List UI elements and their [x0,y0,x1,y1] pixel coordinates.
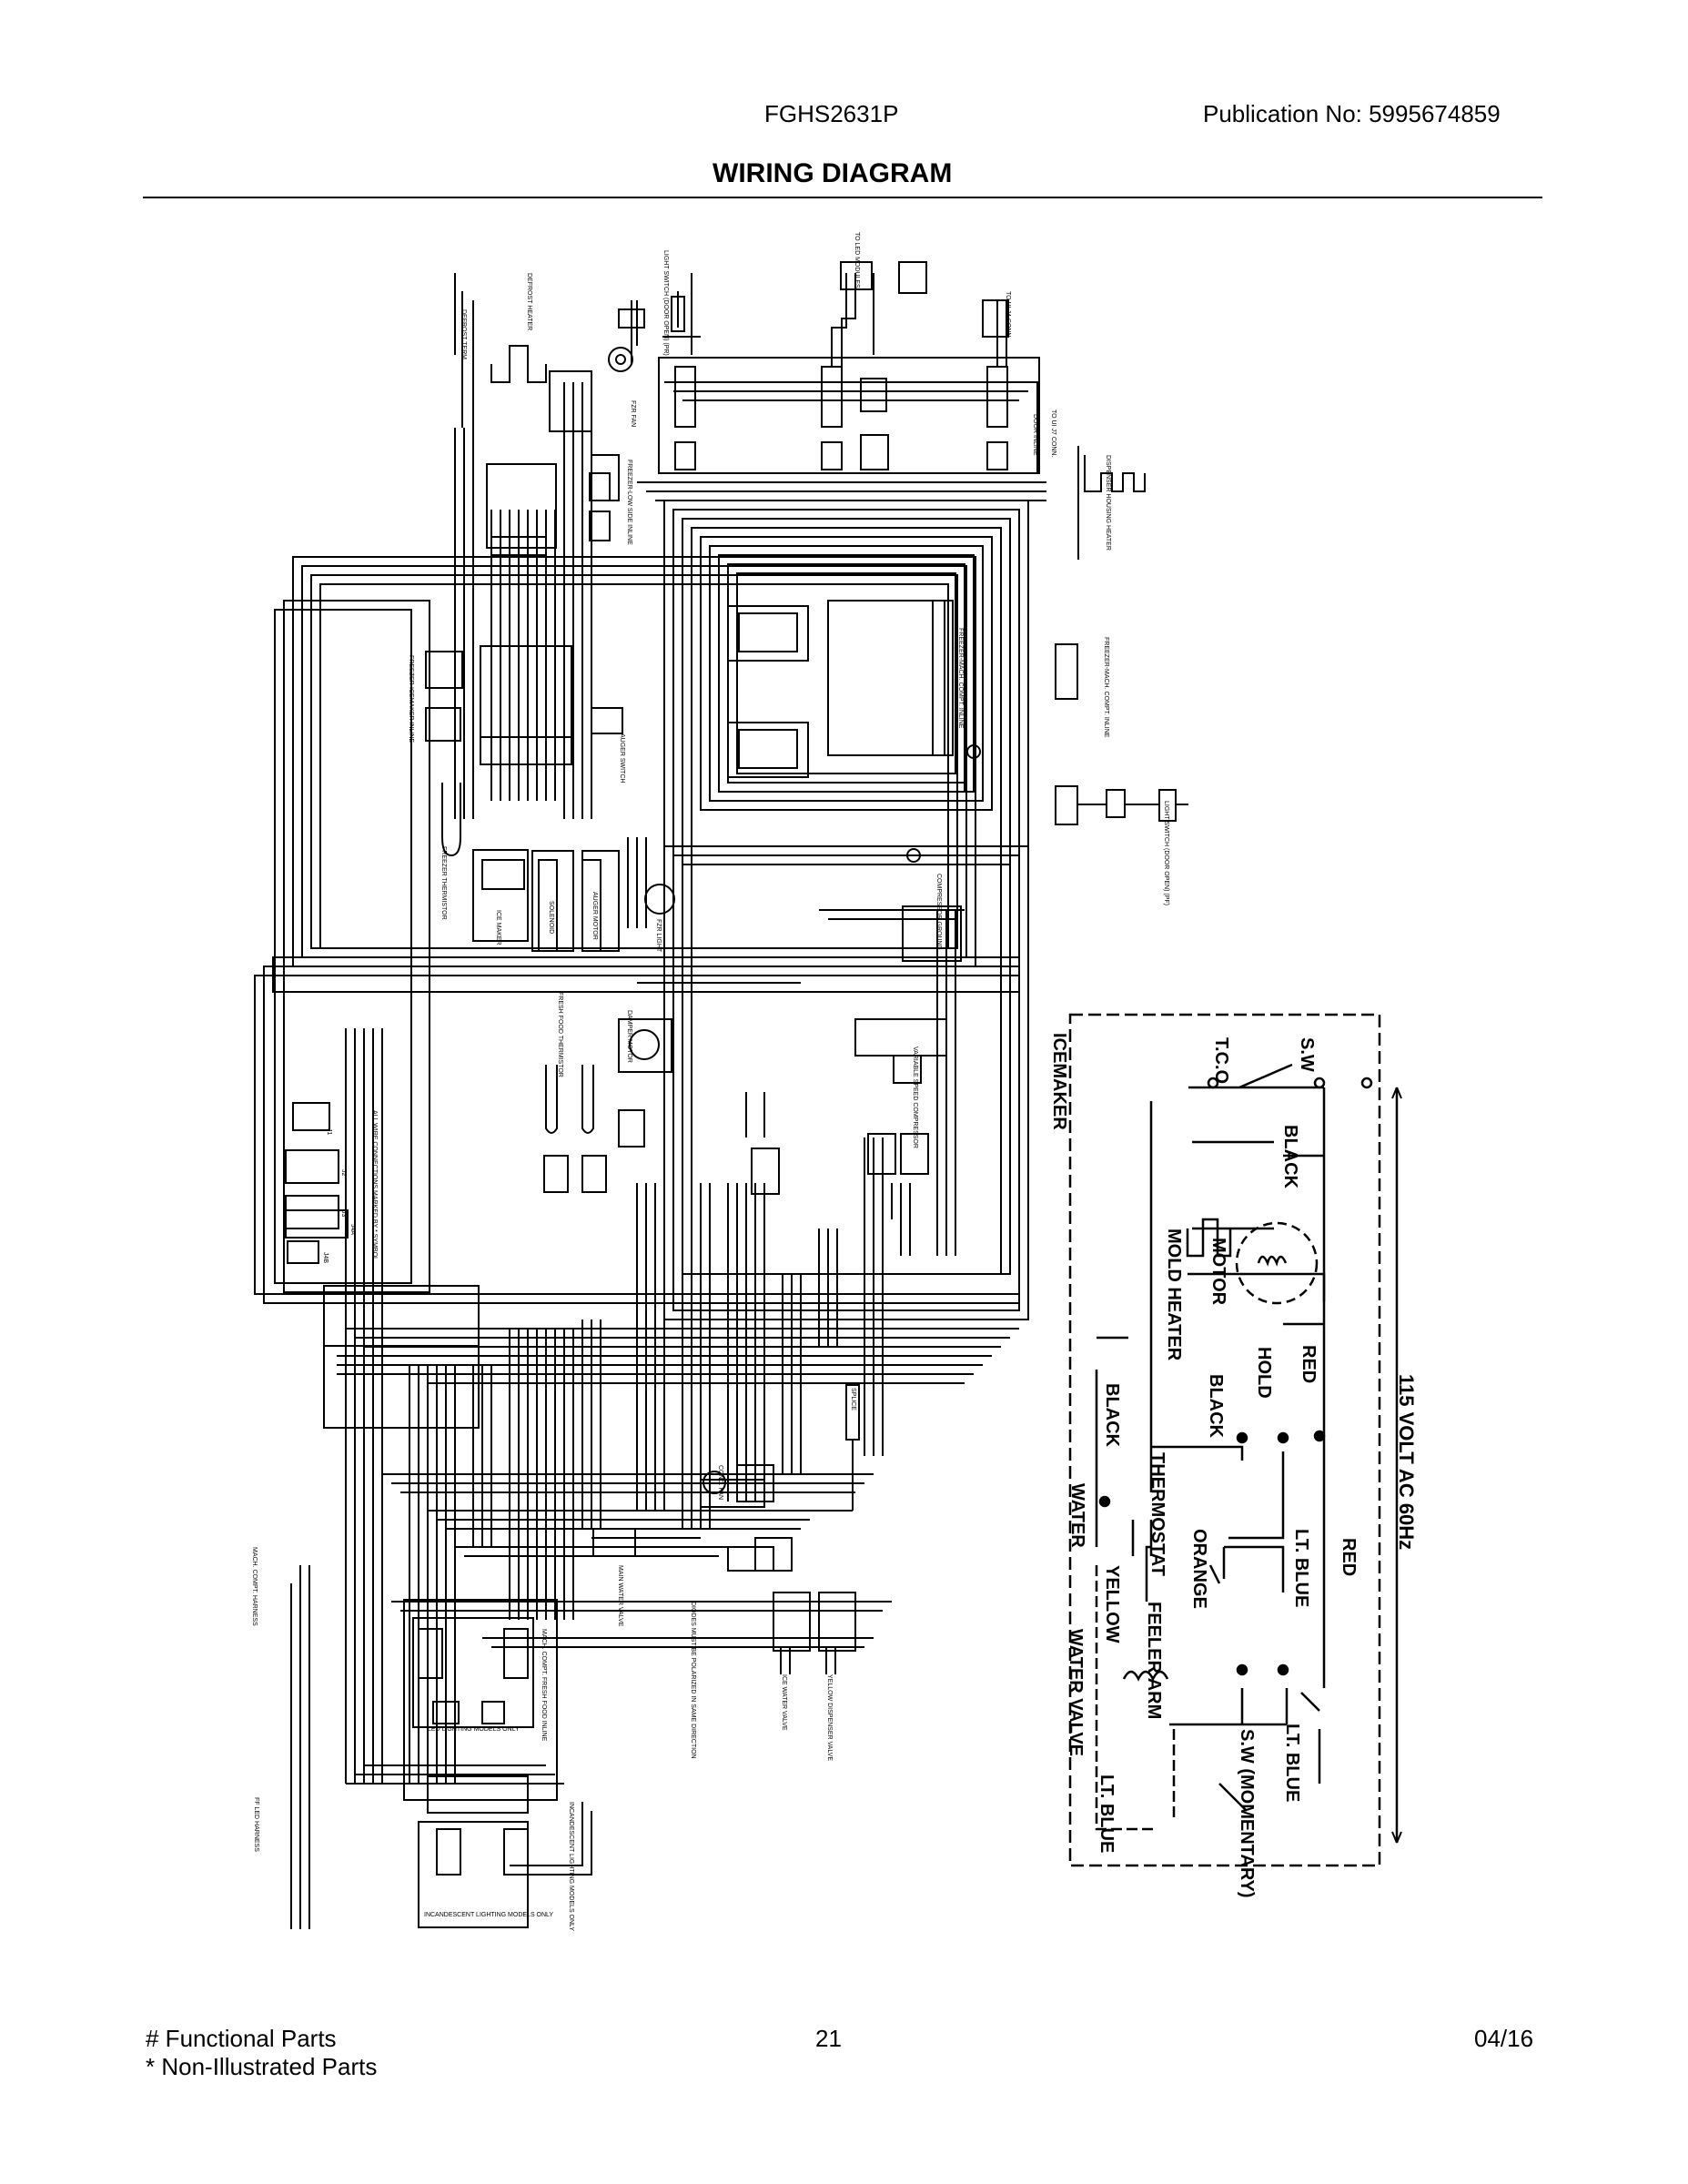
mach-compt-harness-label: MACH. COMPT. HARNESS [251,1547,258,1626]
auger-switch-label: AUGER SWITCH [619,733,625,783]
incandescent-models-label: INCANDESCENT LIGHTING MODELS ONLY [424,1912,553,1918]
icemaker-yellow-label: YELLOW [1102,1565,1122,1643]
icemaker-thermostat-label: THERMOSTAT [1147,1452,1167,1576]
j4a-label: J4A [349,1224,356,1235]
icemaker-voltage-label: 115 VOLT AC 60Hz [1395,1374,1418,1550]
dispenser-heater-label: DISPENSER HOUSING HEATER [1105,455,1111,551]
icemaker-sw-momentary-label: S.W (MOMENTARY) [1237,1729,1257,1898]
j1-label: J1 [326,1128,332,1136]
icemaker-lt-blue-1-label: LT. BLUE [1291,1529,1311,1607]
freezer-mach-compt-label: FREEZER-MACH. COMPT. INLINE [1103,637,1109,738]
door-inline-label: DOOR INLINE [1032,414,1038,456]
compressor-label: VARIABLE SPEED COMPRESSOR [912,1046,918,1148]
icemaker-feeler-arm-label: FEELER ARM [1144,1602,1164,1719]
icemaker-mold-heater-label: MOLD HEATER [1164,1228,1184,1361]
light-switch-pf-label: LIGHT SWITCH (DOOR OPEN) (PF) [1163,801,1169,905]
icemaker-section-label: ICEMAKER [1049,1033,1069,1130]
icemaker-black-2-label: BLACK [1206,1374,1226,1439]
mach-compt-ff-inline-label: MACH. COMPT. FRESH FOOD INLINE [541,1629,547,1742]
freezer-low-side-label: FREEZER-LOW SIDE INLINE [626,460,632,545]
page-title: WIRING DIAGRAM [713,158,953,188]
j3-label: J3 [340,1210,347,1218]
icemaker-orange-label: ORANGE [1189,1529,1209,1609]
to-ui-j4-label: TO UI J4 CONN. [1005,291,1011,339]
icemaker-lt-blue-3-label: LT. BLUE [1097,1774,1117,1853]
icemaker-black-1-label: BLACK [1280,1125,1300,1189]
icemaker-water-label: WATER [1067,1483,1087,1548]
legend-functional-parts: # Functional Parts [146,2025,337,2052]
model-number: FGHS2631P [764,100,899,127]
freezer-icemaker-label: FREEZER-ICEMAKER INLINE [408,655,414,743]
damper-motor-label: DAMPER MOTOR [626,1010,632,1063]
solenoid-label: SOLENOID [548,901,554,934]
publication-number: Publication No: 5995674859 [1203,100,1501,127]
freezer-mach-compt-inline-2-label: FREEZER-MACH. COMPT. INLINE [957,628,964,729]
fzr-fan-label: FZR FAN [630,400,636,427]
icemaker-tco-label: T.C.O [1211,1037,1231,1084]
icemaker-water-valve-label: WATER VALVE [1066,1629,1086,1756]
auger-motor-label: AUGER MOTOR [591,892,598,940]
dispenser-valve-label: YELLOW DISPENSER VALVE [826,1674,833,1761]
light-switch-pr-label: LIGHT SWITCH (DOOR OPEN) (PR) [662,250,669,356]
icemaker-lt-blue-2-label: LT. BLUE [1282,1724,1302,1802]
ff-thermistor-label: FRESH FOOD THERMISTOR [557,992,563,1077]
icemaker-sw-top-label: S.W [1297,1037,1317,1072]
header-rule [143,197,1542,198]
legend-non-illustrated-parts: * Non-Illustrated Parts [146,2053,378,2080]
page-number: 21 [815,2025,842,2052]
icemaker-red-2-label: RED [1339,1538,1359,1576]
publication-date: 04/16 [1474,2025,1534,2052]
main-water-valve-label: MAIN WATER VALVE [617,1565,623,1627]
icemaker-motor-label: MOTOR [1208,1238,1228,1306]
ice-maker-label: ICE MAKER [495,910,501,945]
freezer-thermistor-label: FREEZER THERMISTOR [440,846,447,920]
splice-label: SPLICE [850,1388,856,1410]
j2-label: J2 [340,1169,347,1177]
incandescent-right-label: INCANDESCENT LIGHTING MODELS ONLY [568,1802,574,1931]
icemaker-red-1-label: RED [1299,1345,1319,1383]
defrost-heater-label: DEFROST HEATER [526,273,532,330]
diodes-note-label: DIODES MUST BE POLARIZED IN SAME DIRECTI… [690,1602,696,1759]
led-models-label: LED LIGHTING MODELS ONLY [428,1726,520,1733]
ice-water-valve-label: ICE WATER VALVE [781,1674,787,1731]
icemaker-hold-label: HOLD [1254,1347,1274,1399]
j4b-label: J4B [322,1252,329,1263]
fzr-light-label: FZR LIGHT [655,919,662,953]
cond-fan-label: COND. FAN [717,1465,723,1500]
to-led-modules-label: TO LED MODULES [854,232,860,288]
ff-led-harness-label: FF LED HARNESS [253,1797,259,1852]
all-wire-label: ALL WIRE CONNECTIONS MARKED BY * SYMBOL [371,1110,378,1260]
compressor-ground-label: COMPRESSOR GROUND [935,874,942,950]
to-ui-j7-label: TO UI J7 CONN. [1050,410,1056,457]
icemaker-black-3-label: BLACK [1102,1383,1122,1448]
defrost-term-label: DEFROST TERM [460,309,467,359]
